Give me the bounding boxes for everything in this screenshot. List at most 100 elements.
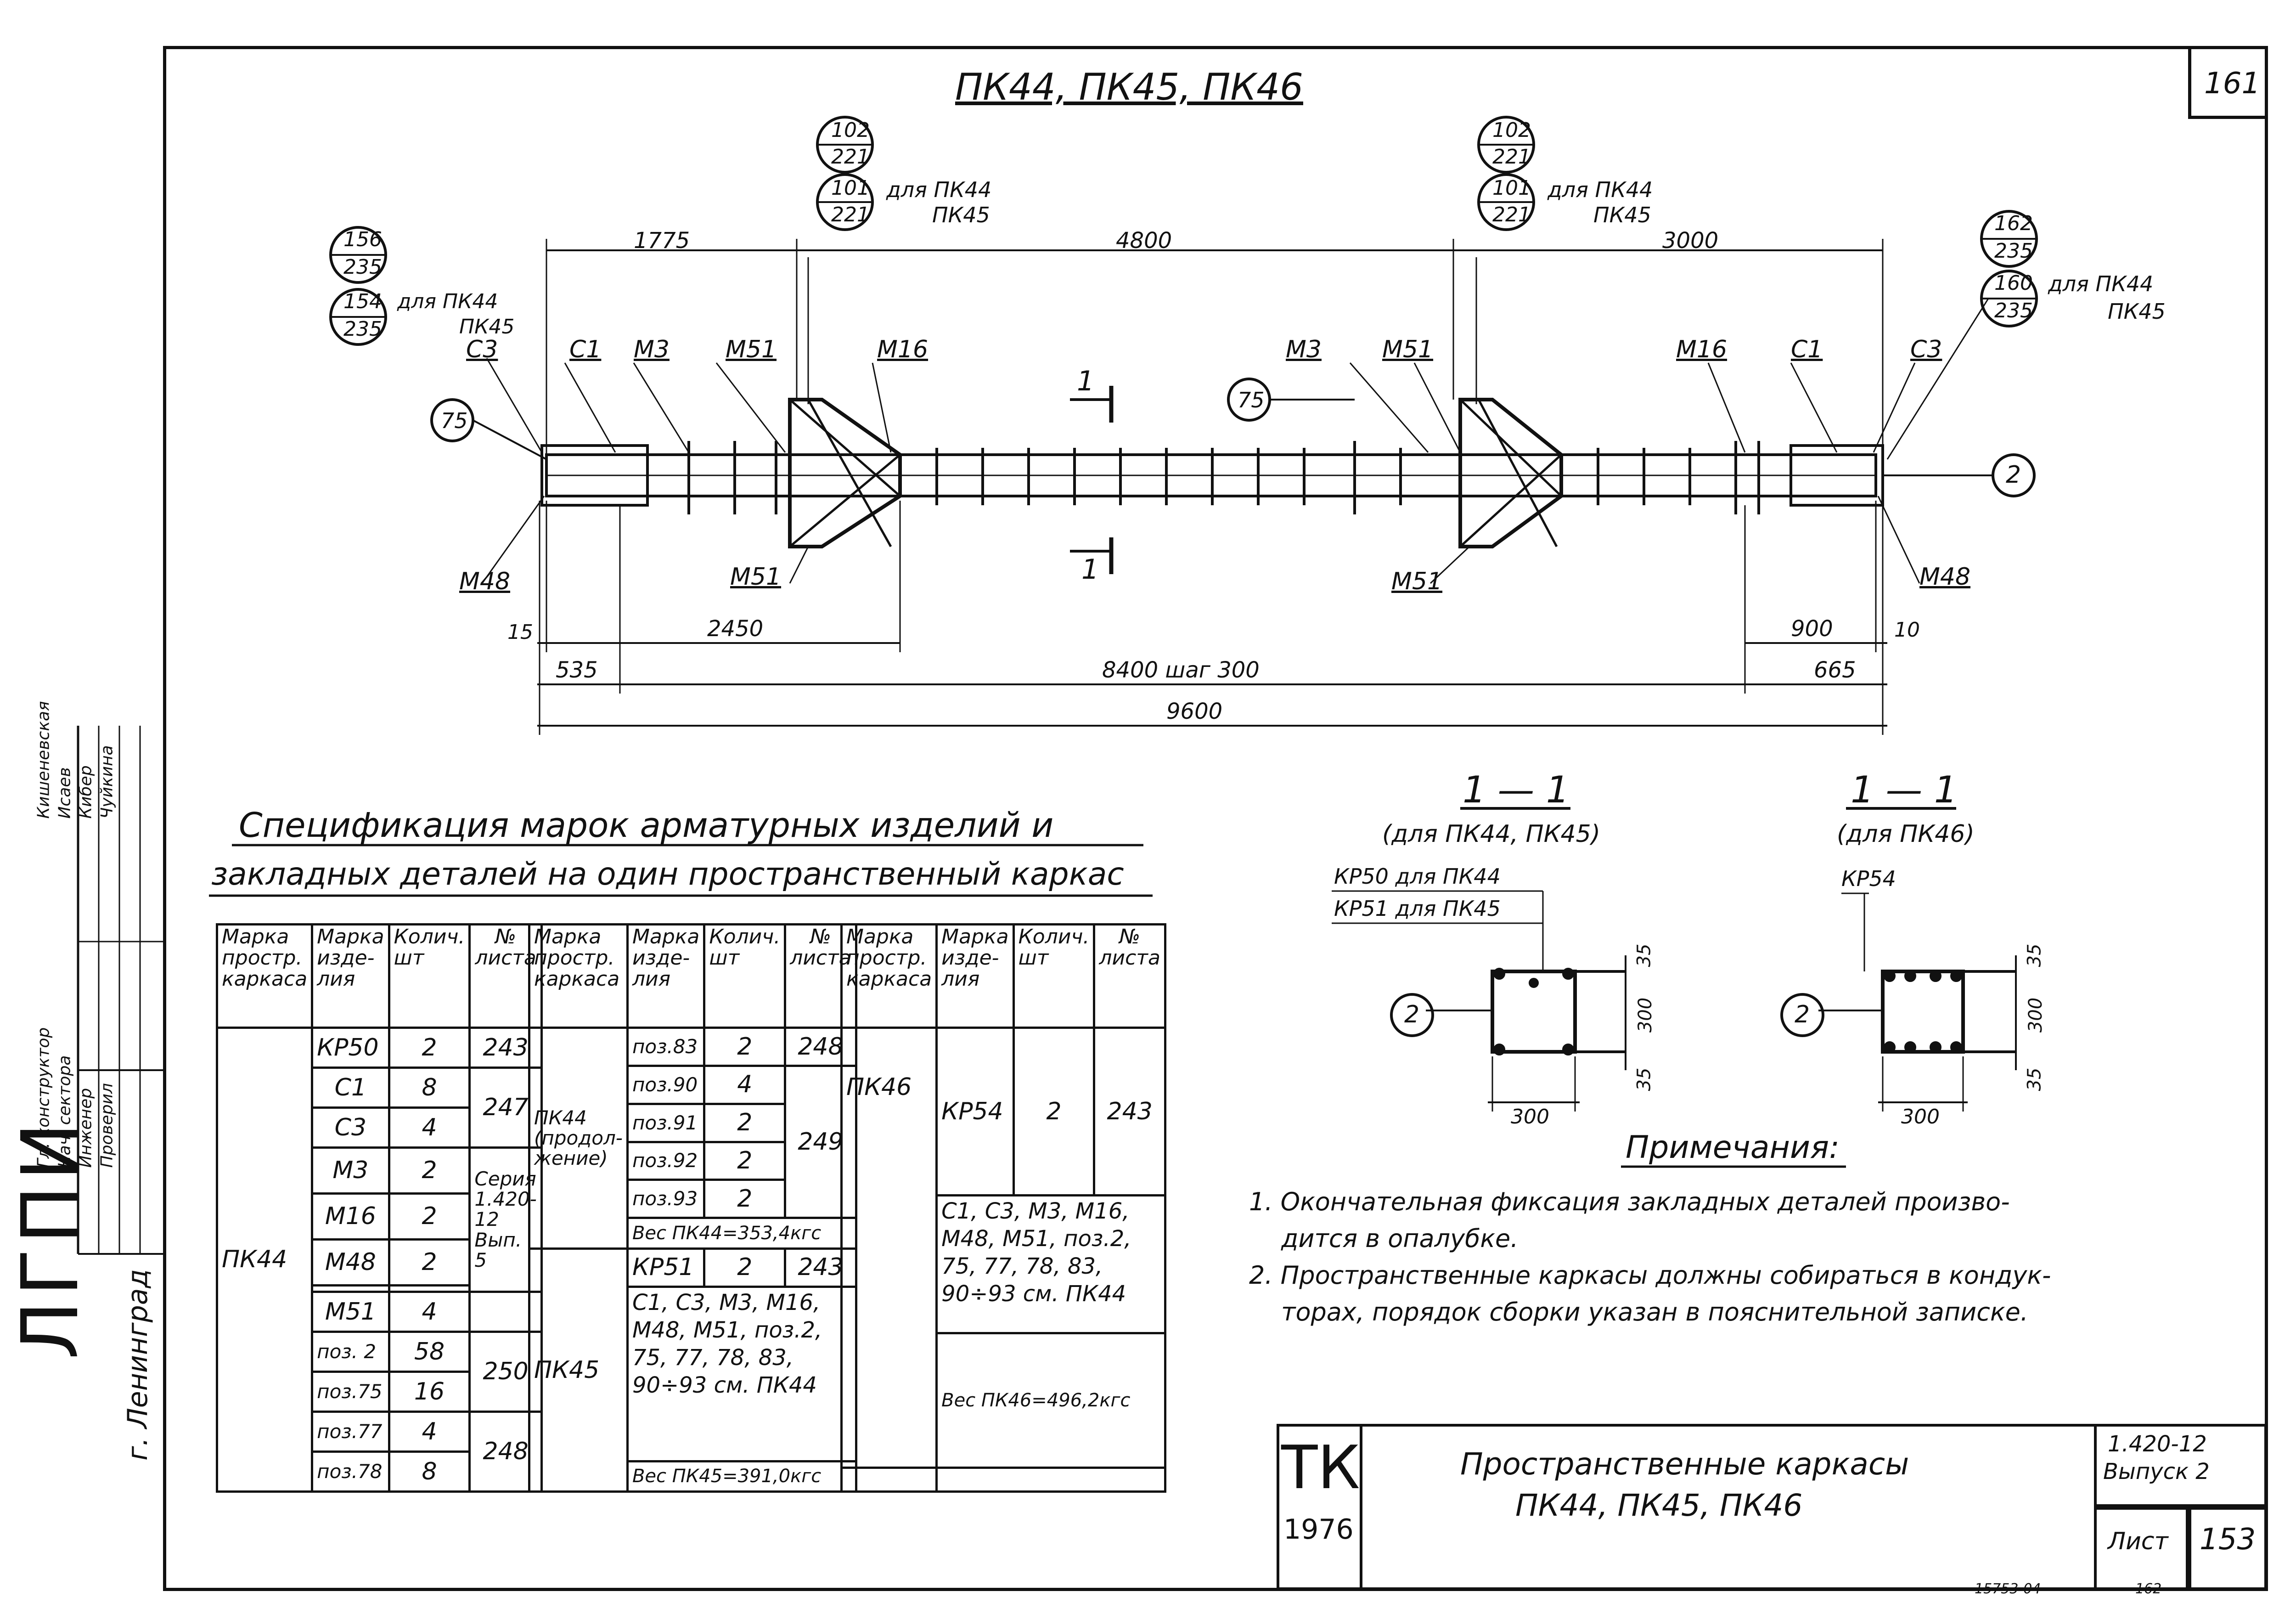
section-1-1-pk46-title: 1 — 1 bbox=[1851, 768, 1958, 811]
qty-cell: 58 bbox=[388, 1330, 471, 1373]
label-m48-left: М48 bbox=[459, 568, 511, 595]
table-row: поз.90 bbox=[626, 1064, 706, 1105]
qty-cell: 2 bbox=[703, 1140, 787, 1181]
frame-pk46: ПК46 bbox=[840, 1026, 938, 1469]
section-1-1-title: 1 — 1 bbox=[1463, 768, 1570, 811]
dim-top-1775: 1775 bbox=[634, 228, 690, 254]
callout-mid1-top-num: 102 bbox=[831, 119, 870, 142]
qty-cell: 2 bbox=[703, 1027, 787, 1067]
table-row: М16 bbox=[311, 1192, 390, 1241]
notes-heading: Примечания: bbox=[1626, 1129, 1840, 1166]
callout-left-bot-num: 154 bbox=[343, 290, 382, 313]
spec-table-1: Марка простр. каркаса Марка изде- лия Ко… bbox=[215, 923, 543, 1493]
frame-pk45: ПК45 bbox=[528, 1247, 629, 1493]
qty-cell: 2 bbox=[1012, 1026, 1096, 1197]
callout-right-top-num: 162 bbox=[1994, 212, 2033, 235]
stamp-series: 1.420-12 bbox=[2108, 1431, 2207, 1457]
stamp-tk: ТК bbox=[1281, 1433, 1360, 1502]
callout-right-bot-den: 235 bbox=[1994, 299, 2033, 322]
name-isaev: Исаев bbox=[55, 767, 74, 819]
header-item-mark: Марка изде- лия bbox=[626, 923, 706, 1029]
callout-left-top-num: 156 bbox=[343, 228, 382, 251]
label-c1-right: С1 bbox=[1791, 336, 1823, 363]
qty-cell: 2 bbox=[388, 1146, 471, 1195]
frame-pk44: ПК44 bbox=[215, 1027, 314, 1493]
spec-table-3: Марка простр. каркаса Марка изде- лия Ко… bbox=[840, 923, 1166, 1493]
section-1-1-axis-2: 2 bbox=[1404, 1001, 1420, 1028]
qty-cell: 4 bbox=[388, 1410, 471, 1453]
callout-mid1-bot-num: 101 bbox=[831, 176, 870, 200]
signature-panel: Гл. конструктор Нач. сектора Инженер Про… bbox=[34, 663, 121, 1168]
header-qty: Колич. шт bbox=[388, 923, 471, 1029]
dim-665: 665 bbox=[1814, 657, 1856, 683]
callout-right-note1: для ПК44 bbox=[2048, 271, 2154, 296]
dim-top-4800: 4800 bbox=[1116, 228, 1172, 254]
organization-logo: ЛГПИ bbox=[5, 1117, 96, 1360]
callout-mid2-note1: для ПК44 bbox=[1548, 177, 1653, 202]
table-row: М51 bbox=[311, 1290, 390, 1333]
note-2-line-2: торах, порядок сборки указан в пояснител… bbox=[1281, 1298, 2028, 1326]
title-block-sheet-divider bbox=[2186, 1504, 2191, 1590]
header-sheet: № листа bbox=[1093, 923, 1166, 1029]
dim-8400: 8400 шаг 300 bbox=[1102, 657, 1260, 683]
section-1-1-pk46-dim-300-h: 300 bbox=[1901, 1105, 1940, 1129]
dim-535: 535 bbox=[556, 657, 598, 683]
weight-pk44: Вес ПК44=353,4кгс bbox=[626, 1217, 857, 1250]
title-block-tk-cell bbox=[1277, 1424, 1362, 1590]
footer-sub: 162 bbox=[2135, 1581, 2162, 1597]
series-cell: Серия 1.420-12 Вып. 5 bbox=[468, 1146, 543, 1293]
drawing-frame bbox=[163, 46, 2268, 1591]
stamp-issue: Выпуск 2 bbox=[2103, 1459, 2210, 1484]
qty-cell bbox=[388, 1284, 471, 1293]
header-frame-mark: Марка простр. каркаса bbox=[528, 923, 629, 1029]
note-2-line-1: 2. Пространственные каркасы должны собир… bbox=[1249, 1261, 2051, 1290]
spec-title-line2: закладных деталей на один пространственн… bbox=[211, 856, 1124, 892]
qty-cell: 8 bbox=[388, 1067, 471, 1109]
drawing-title: ПК44, ПК45, ПК46 bbox=[955, 66, 1303, 108]
title-block-code-cell bbox=[2094, 1424, 2267, 1510]
section-1-1-subtitle: (для ПК44, ПК45) bbox=[1382, 820, 1601, 848]
section-1-1-pk46-dim-300-v: 300 bbox=[2025, 997, 2047, 1033]
section-1-1-pk46-dim-35-bot: 35 bbox=[2024, 1067, 2045, 1091]
empty-cell bbox=[935, 1467, 1166, 1493]
weight-pk46: Вес ПК46=496,2кгс bbox=[935, 1332, 1166, 1469]
label-m51-left: М51 bbox=[726, 336, 777, 363]
table-row: поз.91 bbox=[626, 1102, 706, 1143]
header-frame-mark: Марка простр. каркаса bbox=[840, 923, 938, 1029]
table-row: поз.75 bbox=[311, 1370, 390, 1413]
spec-title-line1: Спецификация марок арматурных изделий и bbox=[239, 806, 1054, 845]
stamp-title-2: ПК44, ПК45, ПК46 bbox=[1515, 1488, 1803, 1523]
name-chuikina: Чуйкина bbox=[97, 745, 117, 819]
header-frame-mark: Марка простр. каркаса bbox=[215, 923, 314, 1029]
stamp-title-1: Пространственные каркасы bbox=[1460, 1446, 1909, 1482]
label-c3-left: С3 bbox=[466, 336, 498, 363]
table-row: М48 bbox=[311, 1238, 390, 1287]
qty-cell: 4 bbox=[388, 1106, 471, 1149]
callout-mid2-top-den: 221 bbox=[1492, 145, 1531, 169]
stamp-sheet-number: 153 bbox=[2200, 1523, 2256, 1557]
title-block-sheet-cell bbox=[2094, 1504, 2267, 1590]
pk45-items-list: С1, С3, М3, М16, М48, М51, поз.2, 75, 77… bbox=[626, 1285, 857, 1462]
table-row: поз.77 bbox=[311, 1410, 390, 1453]
section-1-1-dim-35-bot: 35 bbox=[1633, 1067, 1655, 1091]
callout-left-bot-den: 235 bbox=[343, 317, 382, 341]
section-1-1-dim-300-v: 300 bbox=[1635, 997, 1656, 1033]
callout-right-bot-num: 160 bbox=[1994, 271, 2033, 295]
pk46-items-list: С1, С3, М3, М16, М48, М51, поз.2, 75, 77… bbox=[935, 1194, 1166, 1335]
callout-mid2-bot-num: 101 bbox=[1492, 176, 1531, 200]
table-row bbox=[311, 1284, 390, 1293]
label-m3-left: М3 bbox=[634, 336, 670, 363]
label-m48-right: М48 bbox=[1919, 563, 1971, 591]
header-item-mark: Марка изде- лия bbox=[935, 923, 1015, 1029]
weight-pk45: Вес ПК45=391,0кгс bbox=[626, 1460, 857, 1493]
qty-cell: 2 bbox=[703, 1247, 787, 1288]
page-number-box bbox=[2188, 46, 2268, 119]
section-1-1-dim-35-top: 35 bbox=[1633, 943, 1655, 967]
dim-2450: 2450 bbox=[707, 616, 764, 642]
dim-15: 15 bbox=[507, 621, 533, 644]
section-mark-bottom: 1 bbox=[1081, 553, 1099, 586]
axis-2-marker: 2 bbox=[2006, 461, 2021, 489]
callout-mid1-note1: для ПК44 bbox=[886, 177, 992, 202]
frame-pk44-cont: ПК44 (продол- жение) bbox=[528, 1027, 629, 1250]
label-m3-right: М3 bbox=[1286, 336, 1322, 363]
